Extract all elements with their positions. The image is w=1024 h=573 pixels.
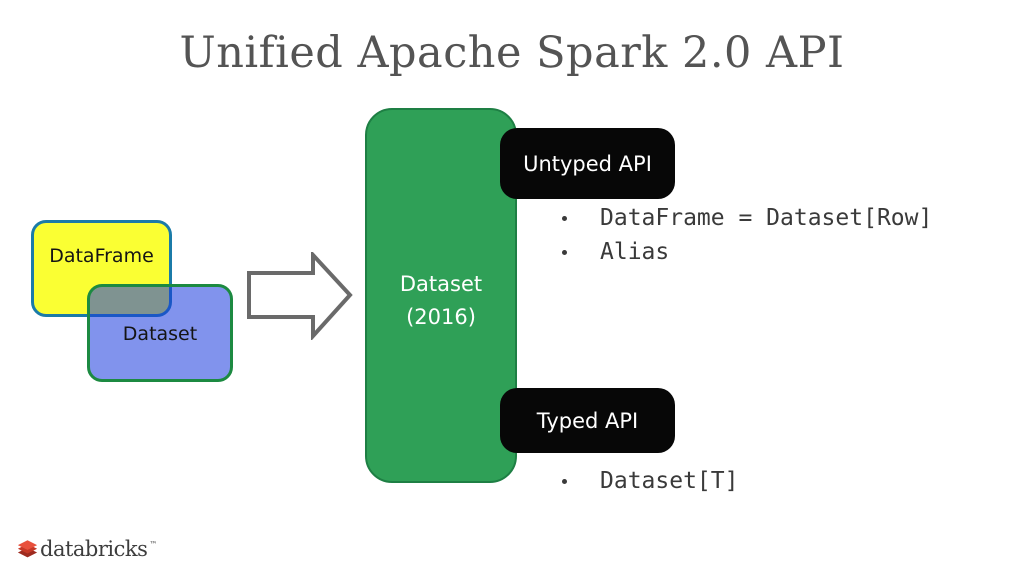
typed-api-badge-label: Typed API bbox=[536, 408, 639, 433]
dataset-2016-label: Dataset (2016) bbox=[400, 258, 482, 334]
dataset-2016-box: Dataset (2016) bbox=[365, 108, 517, 483]
dataset-label: Dataset bbox=[122, 323, 198, 345]
dataframe-label: DataFrame bbox=[49, 245, 154, 267]
list-item: DataFrame = Dataset[Row] bbox=[552, 201, 932, 235]
typed-api-bullet-list: Dataset[T] bbox=[552, 464, 738, 498]
databricks-wordmark: databricks bbox=[40, 537, 148, 561]
typed-api-badge: Typed API bbox=[500, 388, 675, 453]
list-item: Alias bbox=[552, 235, 932, 269]
untyped-api-badge: Untyped API bbox=[500, 128, 675, 199]
right-block-arrow-icon bbox=[246, 249, 354, 342]
list-item: Dataset[T] bbox=[552, 464, 738, 498]
dataset-box: Dataset bbox=[87, 284, 233, 382]
page-title: Unified Apache Spark 2.0 API bbox=[179, 28, 845, 78]
dataset-2016-title: Dataset bbox=[399, 271, 483, 296]
trademark-mark: ™ bbox=[149, 540, 158, 549]
untyped-api-bullet-list: DataFrame = Dataset[Row] Alias bbox=[552, 201, 932, 269]
databricks-layers-icon bbox=[17, 539, 38, 559]
databricks-logo: databricks ™ bbox=[17, 538, 157, 560]
dataset-2016-year: (2016) bbox=[406, 304, 476, 329]
untyped-api-badge-label: Untyped API bbox=[523, 151, 652, 176]
